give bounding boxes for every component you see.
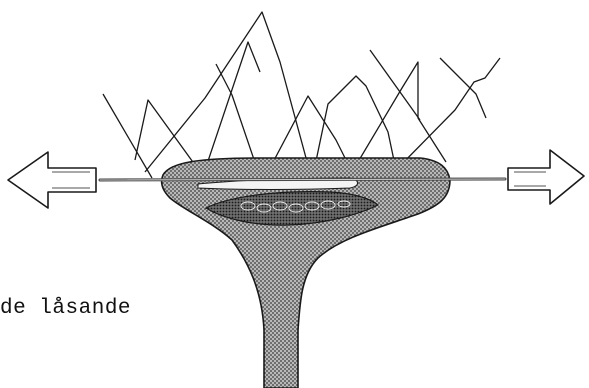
fiber-line-8	[352, 62, 446, 172]
fiber-line-1	[103, 94, 152, 178]
fiber-line-3	[145, 12, 312, 180]
horizontal-thread	[100, 179, 505, 180]
fiber-line-4	[203, 42, 260, 176]
right-arrow-icon	[508, 150, 584, 204]
fiber-line-11	[440, 58, 486, 118]
left-arrow-icon	[8, 152, 96, 208]
caption-text: de låsande	[0, 297, 131, 320]
